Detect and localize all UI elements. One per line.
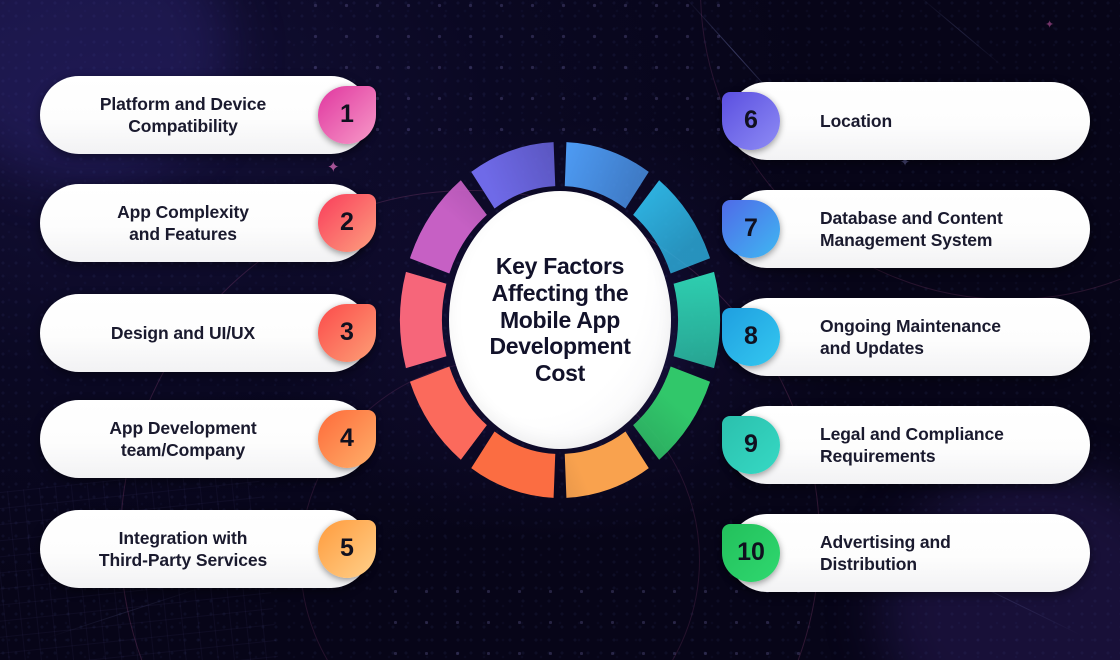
factor-badge-5[interactable]: 5 bbox=[318, 520, 376, 578]
factor-number-3: 3 bbox=[340, 317, 354, 346]
donut-segment-5[interactable] bbox=[564, 431, 649, 498]
factor-number-8: 8 bbox=[744, 321, 758, 350]
donut-center-disc: Key Factors Affecting the Mobile App Dev… bbox=[449, 191, 671, 449]
factor-item-3[interactable]: Design and UI/UX 3 bbox=[40, 294, 376, 372]
factor-label-2: App Complexity and Features bbox=[117, 201, 249, 244]
donut-segment-10[interactable] bbox=[471, 142, 556, 209]
factor-item-9[interactable]: 9 Legal and Compliance Requirements bbox=[722, 406, 1090, 484]
factor-number-6: 6 bbox=[744, 105, 758, 134]
factor-label-1: Platform and Device Compatibility bbox=[99, 93, 267, 136]
factor-item-4[interactable]: App Development team/Company 4 bbox=[40, 400, 376, 478]
factor-label-10: Advertising and Distribution bbox=[820, 531, 951, 574]
factor-badge-4[interactable]: 4 bbox=[318, 410, 376, 468]
factor-item-6[interactable]: 6 Location bbox=[722, 82, 1090, 160]
background-dot-grid-bottom bbox=[380, 576, 800, 660]
donut-segment-7[interactable] bbox=[409, 366, 487, 460]
factor-item-8[interactable]: 8 Ongoing Maintenance and Updates bbox=[722, 298, 1090, 376]
donut-segment-3[interactable] bbox=[673, 271, 720, 369]
factor-label-6: Location bbox=[820, 110, 893, 131]
factor-number-4: 4 bbox=[340, 423, 354, 452]
factor-number-9: 9 bbox=[744, 429, 758, 458]
factor-item-1[interactable]: Platform and Device Compatibility 1 bbox=[40, 76, 376, 154]
factor-badge-8[interactable]: 8 bbox=[722, 308, 780, 366]
factor-label-8: Ongoing Maintenance and Updates bbox=[820, 315, 1001, 358]
center-title: Key Factors Affecting the Mobile App Dev… bbox=[489, 252, 631, 387]
donut-segment-9[interactable] bbox=[409, 180, 487, 274]
factor-number-10: 10 bbox=[737, 537, 765, 566]
factor-number-7: 7 bbox=[744, 213, 758, 242]
factor-label-4: App Development team/Company bbox=[109, 417, 257, 460]
factor-number-1: 1 bbox=[340, 99, 354, 128]
center-donut-chart: Key Factors Affecting the Mobile App Dev… bbox=[398, 140, 722, 500]
factor-item-5[interactable]: Integration with Third-Party Services 5 bbox=[40, 510, 376, 588]
factor-label-7: Database and Content Management System bbox=[820, 207, 1003, 250]
donut-segment-1[interactable] bbox=[564, 142, 649, 209]
factor-badge-9[interactable]: 9 bbox=[722, 416, 780, 474]
factor-badge-10[interactable]: 10 bbox=[722, 524, 780, 582]
factor-badge-6[interactable]: 6 bbox=[722, 92, 780, 150]
light-streak-2 bbox=[917, 0, 1003, 67]
factor-label-3: Design and UI/UX bbox=[110, 322, 256, 343]
sparkle-icon-1: ✦ bbox=[327, 159, 340, 176]
donut-segment-8[interactable] bbox=[400, 271, 447, 369]
factor-number-5: 5 bbox=[340, 533, 354, 562]
factor-label-5: Integration with Third-Party Services bbox=[98, 527, 268, 570]
donut-segment-4[interactable] bbox=[633, 366, 711, 460]
factor-badge-7[interactable]: 7 bbox=[722, 200, 780, 258]
donut-segment-6[interactable] bbox=[471, 431, 556, 498]
donut-segment-2[interactable] bbox=[633, 180, 711, 274]
factor-badge-3[interactable]: 3 bbox=[318, 304, 376, 362]
factor-number-2: 2 bbox=[340, 207, 354, 236]
factor-item-7[interactable]: 7 Database and Content Management System bbox=[722, 190, 1090, 268]
factor-label-9: Legal and Compliance Requirements bbox=[820, 423, 1004, 466]
factor-item-2[interactable]: App Complexity and Features 2 bbox=[40, 184, 376, 262]
factor-badge-1[interactable]: 1 bbox=[318, 86, 376, 144]
factor-badge-2[interactable]: 2 bbox=[318, 194, 376, 252]
light-streak-3 bbox=[44, 585, 206, 640]
sparkle-icon-3: ✦ bbox=[1045, 19, 1055, 31]
factor-item-10[interactable]: 10 Advertising and Distribution bbox=[722, 514, 1090, 592]
